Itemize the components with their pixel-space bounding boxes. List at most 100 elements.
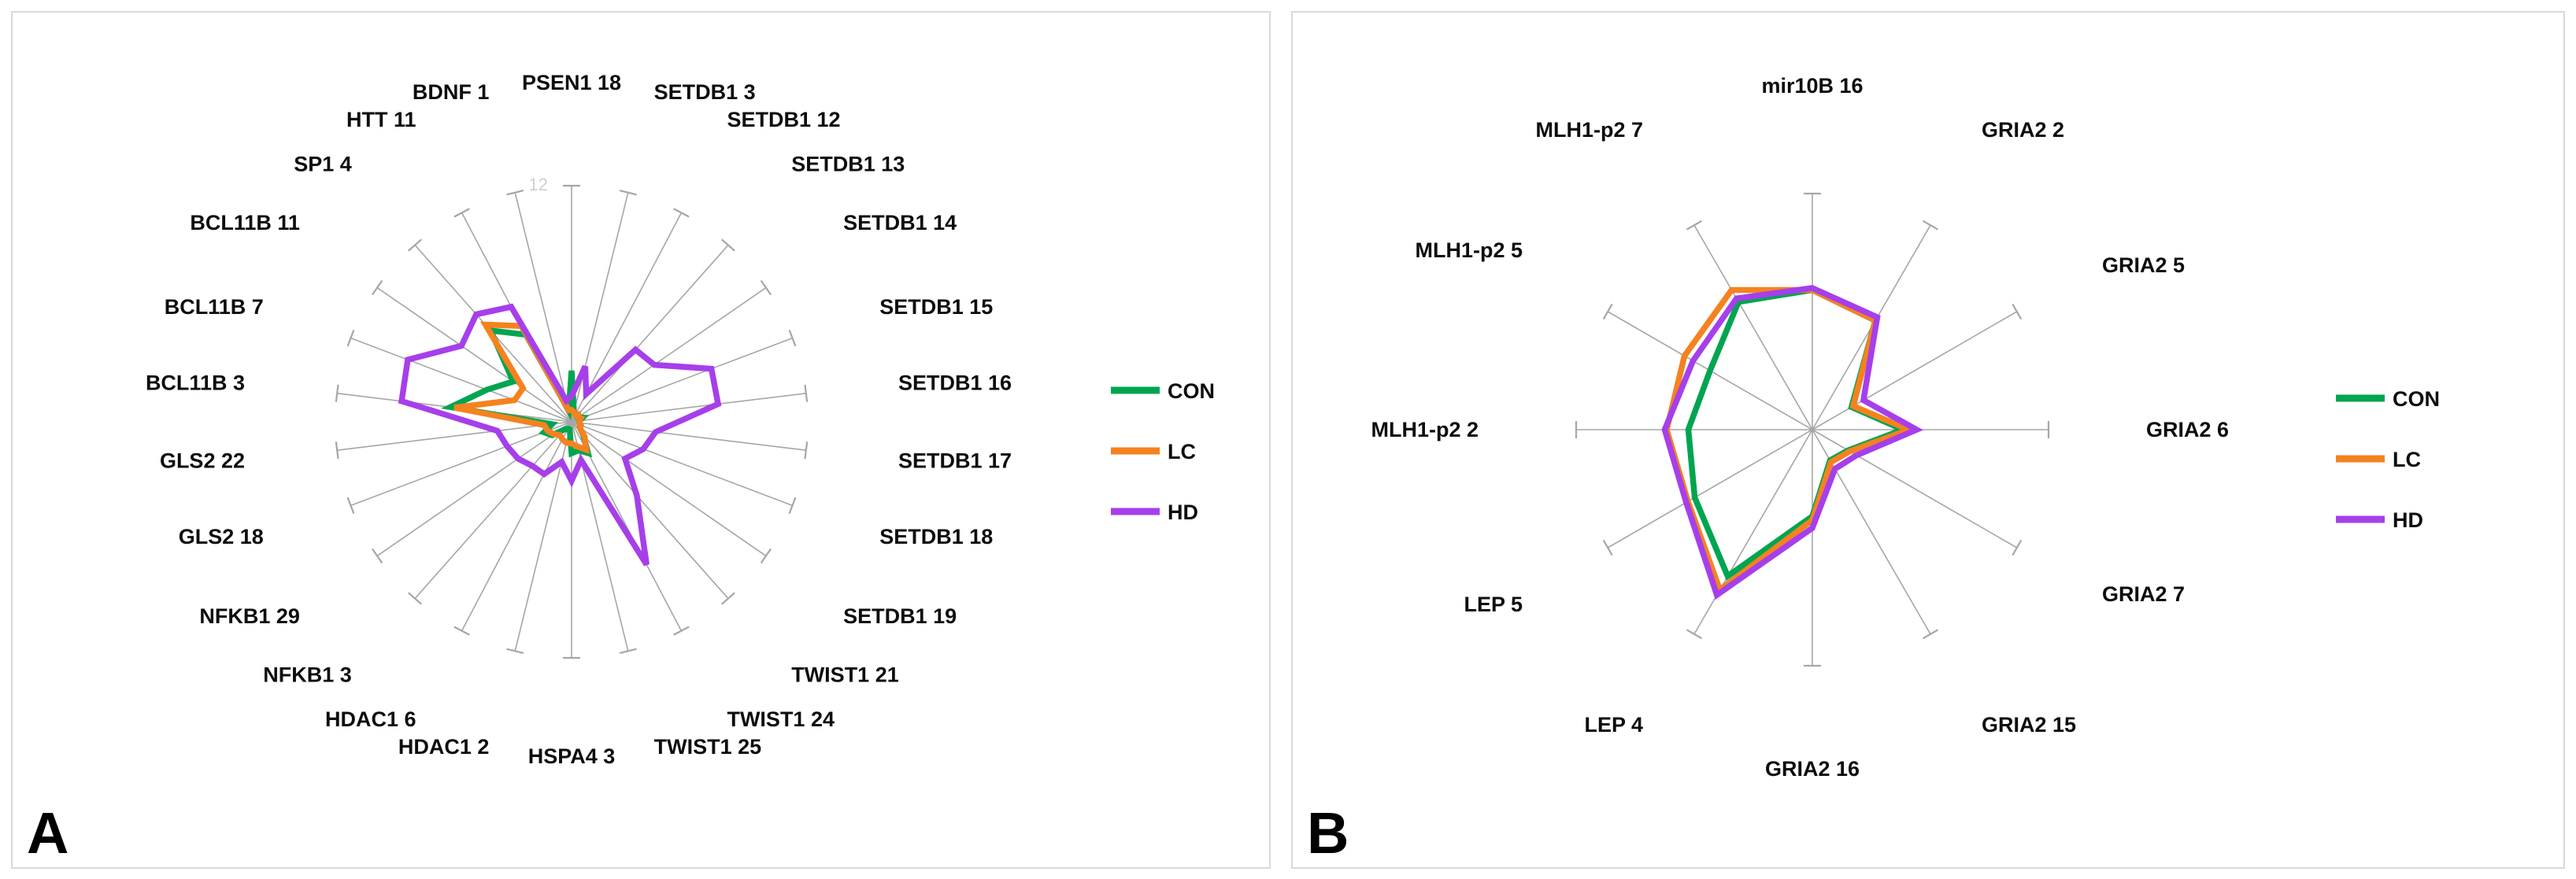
axis-spoke (571, 421, 806, 451)
axis-label: BCL11B 11 (190, 211, 300, 235)
axis-label: GRIA2 15 (1982, 713, 2076, 737)
legend-label-con: CON (1168, 379, 1215, 403)
axis-label: BDNF 1 (413, 80, 490, 104)
axis-spoke (461, 421, 572, 632)
axis-label: SETDB1 12 (727, 108, 840, 131)
axis-tick-cap (760, 548, 772, 564)
axis-label: SETDB1 14 (843, 211, 957, 235)
axis-tick-cap (346, 329, 355, 347)
axis-label: MLH1-p2 7 (1535, 118, 1643, 142)
axis-spoke (1812, 311, 2018, 430)
axis-spoke (571, 393, 806, 423)
axis-tick-cap (1686, 220, 1703, 231)
axis-label: BCL11B 7 (165, 295, 264, 319)
axis-tick-cap (453, 208, 470, 218)
axis-tick-cap (335, 441, 339, 460)
axis-tick-cap (2012, 539, 2023, 556)
series-polygon-hd (398, 303, 722, 567)
axis-tick-cap (2012, 303, 2023, 320)
axis-label: NFKB1 3 (263, 663, 352, 686)
axis-spoke (1693, 429, 1813, 635)
axis-spoke (337, 421, 572, 451)
panel-a-letter: A (27, 800, 68, 866)
axis-tick-cap (804, 384, 809, 402)
axis-tick-cap (1922, 629, 1939, 640)
axis-label: GLS2 22 (160, 449, 245, 473)
axis-spoke (571, 192, 629, 423)
axis-spoke (571, 421, 793, 507)
axis-label: HTT 11 (346, 108, 416, 131)
axis-label: SETDB1 3 (654, 80, 756, 104)
axis-label: MLH1-p2 2 (1371, 418, 1479, 441)
axis-spoke (1812, 429, 2018, 548)
axis-label: HDAC1 6 (325, 707, 416, 731)
panel-b-letter: B (1307, 800, 1349, 866)
panel-b-radar-plot: mir10B 16 GRIA2 2 GRIA2 5 GRIA2 6 GRIA2 7 GRI… (1371, 74, 2440, 781)
axis-spoke (571, 286, 767, 423)
axis-label: SETDB1 13 (791, 153, 905, 176)
axis-tick-cap (506, 648, 524, 654)
axis-tick-cap (1686, 629, 1703, 640)
axis-tick-cap (506, 190, 524, 196)
axis-label: GRIA2 2 (1982, 118, 2064, 142)
axis-spoke (1607, 429, 1813, 548)
radial-tick-label: 12 (529, 175, 548, 194)
legend-label-hd: HD (1168, 500, 1198, 524)
axis-spoke (350, 337, 572, 423)
axis-tick-cap (788, 497, 797, 515)
axis-tick-cap (720, 592, 735, 605)
axis-spoke (514, 421, 572, 652)
panel-b: mir10B 16 GRIA2 2 GRIA2 5 GRIA2 6 GRIA2 7 GRI… (1291, 11, 2565, 869)
axis-label: GRIA2 7 (2102, 582, 2185, 606)
axis-spoke (571, 421, 767, 557)
axis-label: TWIST1 24 (727, 707, 835, 731)
axis-tick-cap (1602, 303, 1613, 320)
axis-tick-cap (453, 626, 470, 636)
legend-label-lc: LC (1168, 440, 1196, 464)
axis-tick-cap (673, 626, 690, 636)
axis-tick-cap (408, 238, 423, 252)
axis-label: BCL11B 3 (146, 371, 245, 394)
axis-spoke (414, 421, 572, 600)
legend-label-lc: LC (2393, 448, 2421, 471)
axis-spoke (571, 337, 793, 423)
axis-label: MLH1-p2 5 (1415, 238, 1523, 262)
axis-label: SETDB1 16 (898, 371, 1012, 394)
axis-label: LEP 5 (1464, 593, 1523, 616)
axis-label: GRIA2 6 (2146, 418, 2229, 441)
axis-spoke (376, 421, 572, 557)
axis-spoke (1693, 224, 1813, 430)
axis-label: SP1 4 (294, 153, 352, 176)
axis-tick-cap (1922, 220, 1939, 231)
axis-label: LEP 4 (1584, 713, 1643, 737)
axis-label: SETDB1 19 (843, 604, 957, 628)
axis-label: HDAC1 2 (398, 735, 490, 759)
axis-tick-cap (619, 648, 637, 654)
axis-tick-cap (720, 238, 735, 252)
axis-tick-cap (619, 190, 637, 196)
axis-tick-cap (346, 497, 355, 515)
axis-label: GRIA2 16 (1765, 757, 1860, 781)
axis-label: GRIA2 5 (2102, 253, 2185, 277)
axis-tick-cap (371, 279, 383, 296)
axis-tick-cap (335, 384, 339, 402)
legend-label-con: CON (2393, 387, 2440, 411)
axis-label: HSPA4 3 (528, 744, 616, 768)
axis-label: TWIST1 21 (791, 663, 899, 686)
axis-spoke (514, 192, 572, 423)
axis-tick-cap (371, 548, 383, 564)
axis-label: mir10B 16 (1761, 74, 1863, 98)
axis-tick-cap (760, 279, 772, 296)
axis-label: NFKB1 29 (199, 604, 300, 628)
axis-tick-cap (408, 592, 423, 605)
series-polygon-hd (1661, 285, 1924, 600)
axis-spoke (571, 244, 729, 423)
axis-label: SETDB1 15 (879, 295, 993, 319)
axis-label: SETDB1 17 (898, 449, 1012, 473)
axis-tick-cap (804, 441, 809, 460)
axis-tick-cap (673, 208, 690, 218)
axis-spoke (376, 286, 572, 423)
